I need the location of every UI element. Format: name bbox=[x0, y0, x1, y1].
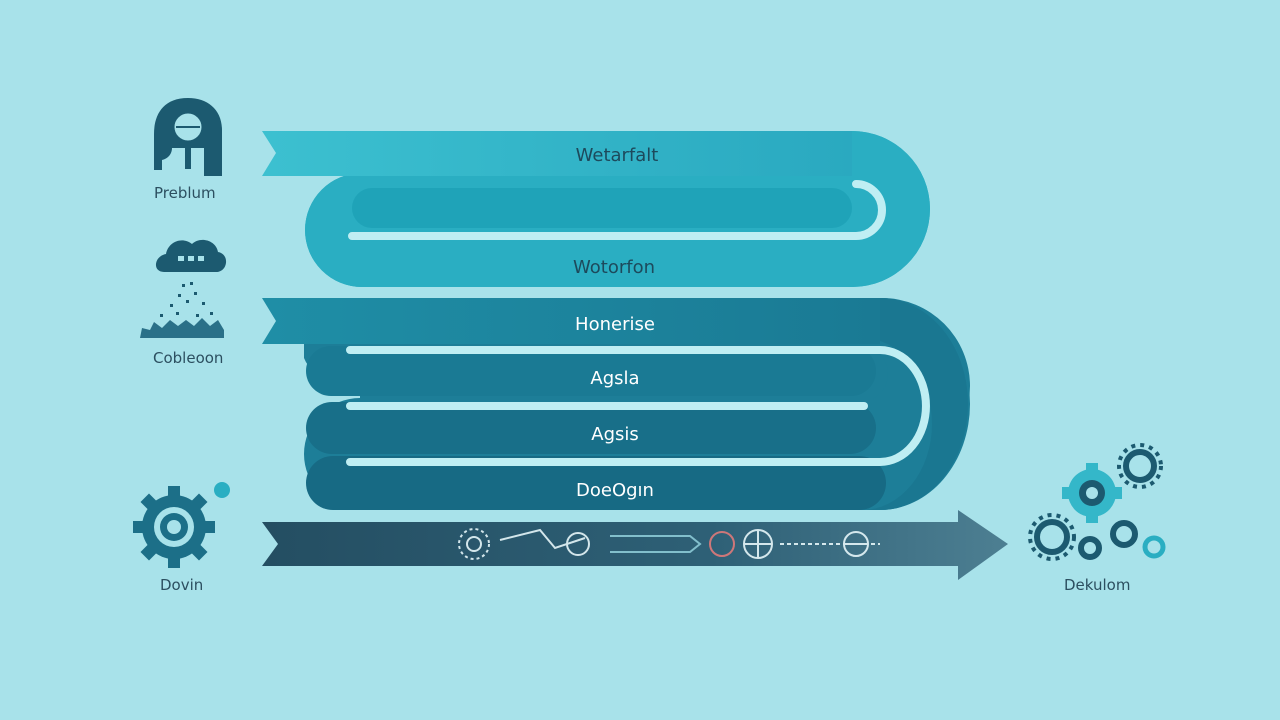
problem-label: Preblum bbox=[154, 184, 216, 202]
gear-icon bbox=[133, 482, 230, 568]
gears-cluster-icon bbox=[1028, 443, 1166, 561]
collection-label: Cobleoon bbox=[153, 349, 224, 367]
upper-serpentine-band bbox=[262, 131, 930, 287]
band-2-label: Wotorfon bbox=[573, 257, 655, 278]
head-magnifier-icon bbox=[154, 98, 222, 176]
design-label: Dovin bbox=[160, 576, 204, 594]
deployment-label: Dekulom bbox=[1064, 576, 1131, 594]
band-5-label: Agsis bbox=[591, 424, 639, 445]
timeline-arrow bbox=[262, 510, 1008, 580]
band-4-label: Agsla bbox=[590, 368, 639, 389]
band-3-label: Honerise bbox=[575, 314, 655, 335]
band-6-label: DoeOgın bbox=[576, 480, 654, 501]
lower-serpentine-band bbox=[262, 298, 970, 510]
cloud-data-icon bbox=[140, 239, 227, 338]
band-1-label: Wetarfalt bbox=[576, 145, 659, 166]
